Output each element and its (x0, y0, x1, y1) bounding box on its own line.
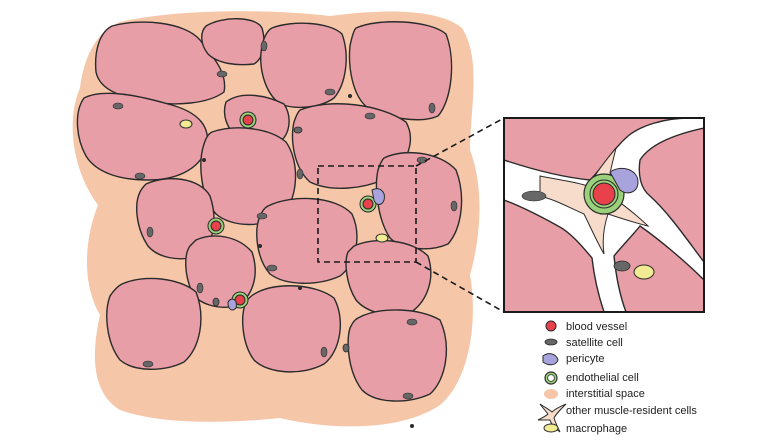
macrophage (633, 264, 655, 280)
macrophage-icon (543, 423, 559, 433)
callout-line-bottom (415, 261, 505, 313)
fiber-nuclei (112, 40, 458, 400)
macrophage (179, 119, 193, 129)
interstitial-cells (179, 94, 414, 428)
satellite-cell (212, 297, 220, 307)
blood-vessel-icon (545, 320, 557, 332)
legend-label: pericyte (566, 353, 605, 365)
pericyte (609, 167, 639, 194)
inset-frame (503, 117, 705, 313)
muscle-fiber (94, 21, 226, 105)
muscle-fiber (375, 152, 463, 250)
blood-vessel (242, 114, 254, 126)
legend-label: blood vessel (566, 321, 627, 333)
myonucleus (521, 190, 547, 202)
myonucleus (428, 102, 436, 114)
myonucleus (216, 70, 228, 78)
satellite-cell (342, 343, 350, 353)
muscle-fibers (76, 18, 463, 402)
interstitial-nucleus (348, 94, 352, 98)
muscle-fiber (106, 277, 202, 370)
myonucleus (256, 212, 268, 220)
myonucleus (112, 102, 124, 110)
myonucleus (196, 282, 204, 294)
myonucleus (364, 112, 376, 120)
legend: blood vessel satellite cell pericyte end… (537, 320, 697, 435)
interstitial-nucleus (410, 424, 414, 428)
interstitial-space-icon (544, 389, 558, 399)
legend-label: macrophage (566, 423, 627, 435)
muscle-fiber (76, 92, 209, 181)
legend-label: other muscle-resident cells (566, 405, 697, 417)
endothelial-cell-icon-lumen (547, 374, 555, 382)
myonucleus (324, 88, 336, 96)
macrophage (375, 233, 389, 243)
muscle-fiber (348, 21, 453, 121)
myonucleus (450, 200, 458, 212)
blood-vessel (592, 182, 616, 206)
satellite-cell-icon (544, 338, 558, 346)
interstitial-nucleus (258, 244, 262, 248)
interstitial-nucleus (202, 158, 206, 162)
myonucleus (260, 40, 268, 52)
myonucleus (266, 264, 278, 272)
magnified-inset (503, 117, 705, 313)
blood-vessel (210, 220, 222, 232)
callout-line-top (415, 117, 505, 167)
myonucleus (296, 168, 304, 180)
legend-label: interstitial space (566, 388, 645, 400)
myonucleus (134, 172, 146, 180)
muscle-fiber (347, 309, 447, 402)
muscle-fiber (242, 285, 341, 373)
myonucleus (146, 226, 154, 238)
myonucleus (406, 318, 418, 326)
resident-cell-icon (537, 403, 567, 433)
myonucleus (142, 360, 154, 368)
satellite-cell (613, 260, 631, 272)
muscle-fiber (136, 177, 215, 260)
interstitial-nucleus (298, 286, 302, 290)
zoom-region-box (317, 165, 417, 263)
legend-label: endothelial cell (566, 372, 639, 384)
pericyte (227, 298, 237, 311)
muscle-fiber (201, 18, 265, 66)
myonucleus (320, 346, 328, 358)
pericyte-icon (542, 353, 559, 366)
legend-label: satellite cell (566, 337, 623, 349)
blood-vessel (362, 198, 374, 210)
satellite-cell (293, 126, 303, 134)
myonucleus (402, 392, 414, 400)
pericyte (371, 188, 385, 205)
